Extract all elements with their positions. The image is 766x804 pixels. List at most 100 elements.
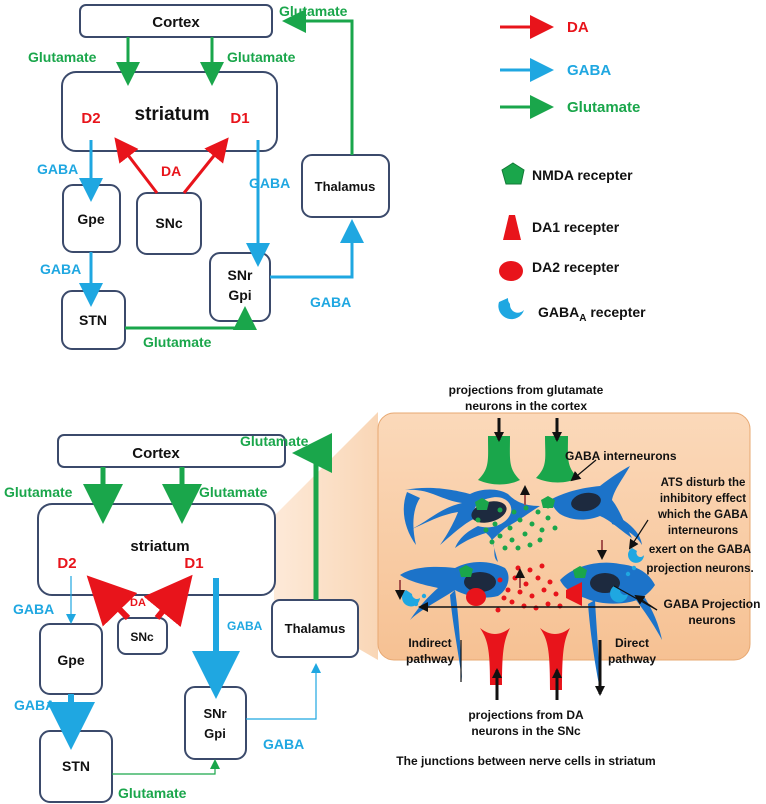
bottom-arrow-snr-thalamus	[246, 663, 321, 720]
bottom-arrow-thalamus-cortex	[292, 433, 332, 600]
panel-da1-icon	[566, 582, 582, 606]
da-dots	[495, 563, 563, 613]
projections-da-line1: projections from DA	[468, 708, 584, 722]
bottom-label-gaba-snr-thalamus: GABA	[263, 736, 304, 752]
top-label-glutamate-right: Glutamate	[227, 49, 296, 65]
ats-line2: inhibitory effect	[660, 493, 746, 505]
projections-cortex-line1: projections from glutamate	[449, 383, 604, 397]
panel-da2-icon	[466, 588, 486, 606]
direct-pathway-line2: pathway	[608, 652, 656, 666]
indirect-pathway-line1: Indirect	[408, 636, 451, 650]
da-terminal-left	[480, 628, 510, 685]
bottom-diagram: Cortex striatum D2 D1 SNc Gpe Thalamus S…	[4, 433, 359, 803]
top-label-glutamate-thalamus: Glutamate	[279, 3, 348, 19]
top-label-da-snc: DA	[161, 163, 181, 179]
top-thalamus-label: Thalamus	[315, 179, 376, 194]
ats-line5: exert on the GABA	[649, 544, 751, 556]
top-snc-label: SNc	[155, 215, 182, 231]
callout-projection-neurons-2	[613, 585, 658, 611]
top-d1-label: D1	[230, 110, 249, 127]
bottom-gpe-label: Gpe	[57, 652, 84, 668]
top-label-gaba-d1-snr: GABA	[249, 175, 290, 191]
bottom-d2-label: D2	[57, 555, 76, 572]
panel-gaba-a-icon-2	[610, 586, 628, 603]
bottom-arrow-snc-d1	[143, 574, 193, 628]
top-striatum-label: striatum	[135, 104, 210, 125]
legend-glutamate-label: Glutamate	[567, 99, 640, 116]
gaba-a-crescent-icon	[498, 298, 524, 320]
bottom-stn-label: STN	[62, 758, 90, 774]
glutamate-terminal-right	[536, 436, 578, 483]
bottom-gpi-label: Gpi	[204, 726, 226, 741]
projections-da-line2: neurons in the SNc	[471, 724, 581, 738]
top-label-gaba-gpe-stn: GABA	[40, 261, 81, 277]
top-arrow-snr-thalamus	[270, 219, 364, 279]
da2-ellipse-icon	[499, 261, 523, 281]
top-arrow-stn-snr	[125, 306, 257, 330]
bottom-label-gaba-d2-gpe: GABA	[13, 601, 54, 617]
legend-da-label: DA	[567, 19, 589, 36]
bottom-thalamus-label: Thalamus	[285, 621, 346, 636]
top-snr-label: SNr	[228, 267, 253, 283]
bottom-snc-label: SNc	[130, 630, 154, 644]
gaba-interneurons-label: GABA interneurons	[565, 449, 677, 463]
bottom-arrow-snc-d2	[86, 575, 138, 627]
top-label-glutamate-stn: Glutamate	[143, 334, 212, 350]
da-terminal-right	[540, 628, 570, 690]
top-cortex-label: Cortex	[152, 14, 200, 31]
top-gpe-label: Gpe	[77, 211, 104, 227]
top-arrow-snc-d2	[114, 137, 159, 194]
top-cortex-box	[79, 4, 273, 38]
detail-caption: The junctions between nerve cells in str…	[396, 754, 655, 768]
bottom-label-gaba-gpe-stn: GABA	[14, 697, 55, 713]
striatum-detail: projections from glutamate neurons in th…	[377, 383, 761, 768]
top-thalamus-box	[301, 154, 390, 218]
projection-neurons-line2: neurons	[688, 613, 736, 627]
panel-gaba-a-icon-3	[628, 548, 644, 563]
top-arrow-snc-d1	[182, 137, 229, 194]
bottom-striatum-label: striatum	[130, 538, 189, 555]
bottom-arrow-stn-snr	[112, 759, 220, 775]
top-diagram: Cortex striatum D2 D1 Gpe SNc Thalamus S…	[28, 3, 390, 350]
bottom-snr-gpi-box	[184, 686, 247, 760]
zoom-funnel	[274, 412, 378, 660]
glutamate-terminal-left	[478, 436, 520, 485]
top-label-gaba-snr-thalamus: GABA	[310, 294, 351, 310]
top-label-glutamate-left: Glutamate	[28, 49, 97, 65]
panel-nmda-icon-2	[541, 496, 555, 508]
panel-nmda-icon-3	[459, 565, 473, 577]
legend-nmda-label: NMDA recepter	[532, 167, 633, 183]
ats-line4: interneurons	[668, 525, 738, 537]
ats-line1: ATS disturb the	[661, 477, 746, 489]
nmda-pentagon-icon	[501, 162, 525, 185]
top-arrow-thalamus-cortex	[282, 9, 354, 155]
projection-neurons-line1: GABA Projection	[664, 597, 761, 611]
callout-ats	[628, 519, 649, 550]
legend-gaba-a-label: GABAA recepter	[538, 304, 646, 324]
ats-line6: projection neurons.	[646, 563, 753, 575]
panel-nmda-icon-1	[475, 498, 489, 510]
top-striatum-box	[61, 71, 278, 152]
bottom-d1-label: D1	[184, 555, 203, 572]
top-stn-label: STN	[79, 312, 107, 328]
bottom-label-glutamate-left: Glutamate	[4, 484, 73, 500]
ats-line3: which the GABA	[657, 509, 748, 521]
legend-gaba-label: GABA	[567, 62, 611, 79]
bottom-label-da-snc: DA	[130, 597, 146, 609]
direct-pathway-line1: Direct	[615, 636, 649, 650]
glutamate-dots	[475, 503, 558, 551]
indirect-pathway-line2: pathway	[406, 652, 454, 666]
projections-cortex-line2: neurons in the cortex	[465, 399, 587, 413]
da1-trapezoid-icon	[503, 215, 521, 240]
callout-gaba-interneurons	[570, 459, 597, 482]
gaba-interneuron-right	[550, 466, 642, 545]
bottom-snr-label: SNr	[203, 706, 226, 721]
panel-nmda-icon-4	[573, 566, 587, 578]
bottom-label-glutamate-thalamus: Glutamate	[240, 433, 309, 449]
legend: DA GABA Glutamate NMDA recepter DA1 rece…	[498, 15, 646, 324]
bottom-label-glutamate-stn: Glutamate	[118, 785, 187, 801]
gaba-dots	[413, 565, 637, 607]
legend-da1-label: DA1 recepter	[532, 219, 620, 235]
legend-da2-label: DA2 recepter	[532, 259, 620, 275]
top-gpi-label: Gpi	[228, 287, 251, 303]
